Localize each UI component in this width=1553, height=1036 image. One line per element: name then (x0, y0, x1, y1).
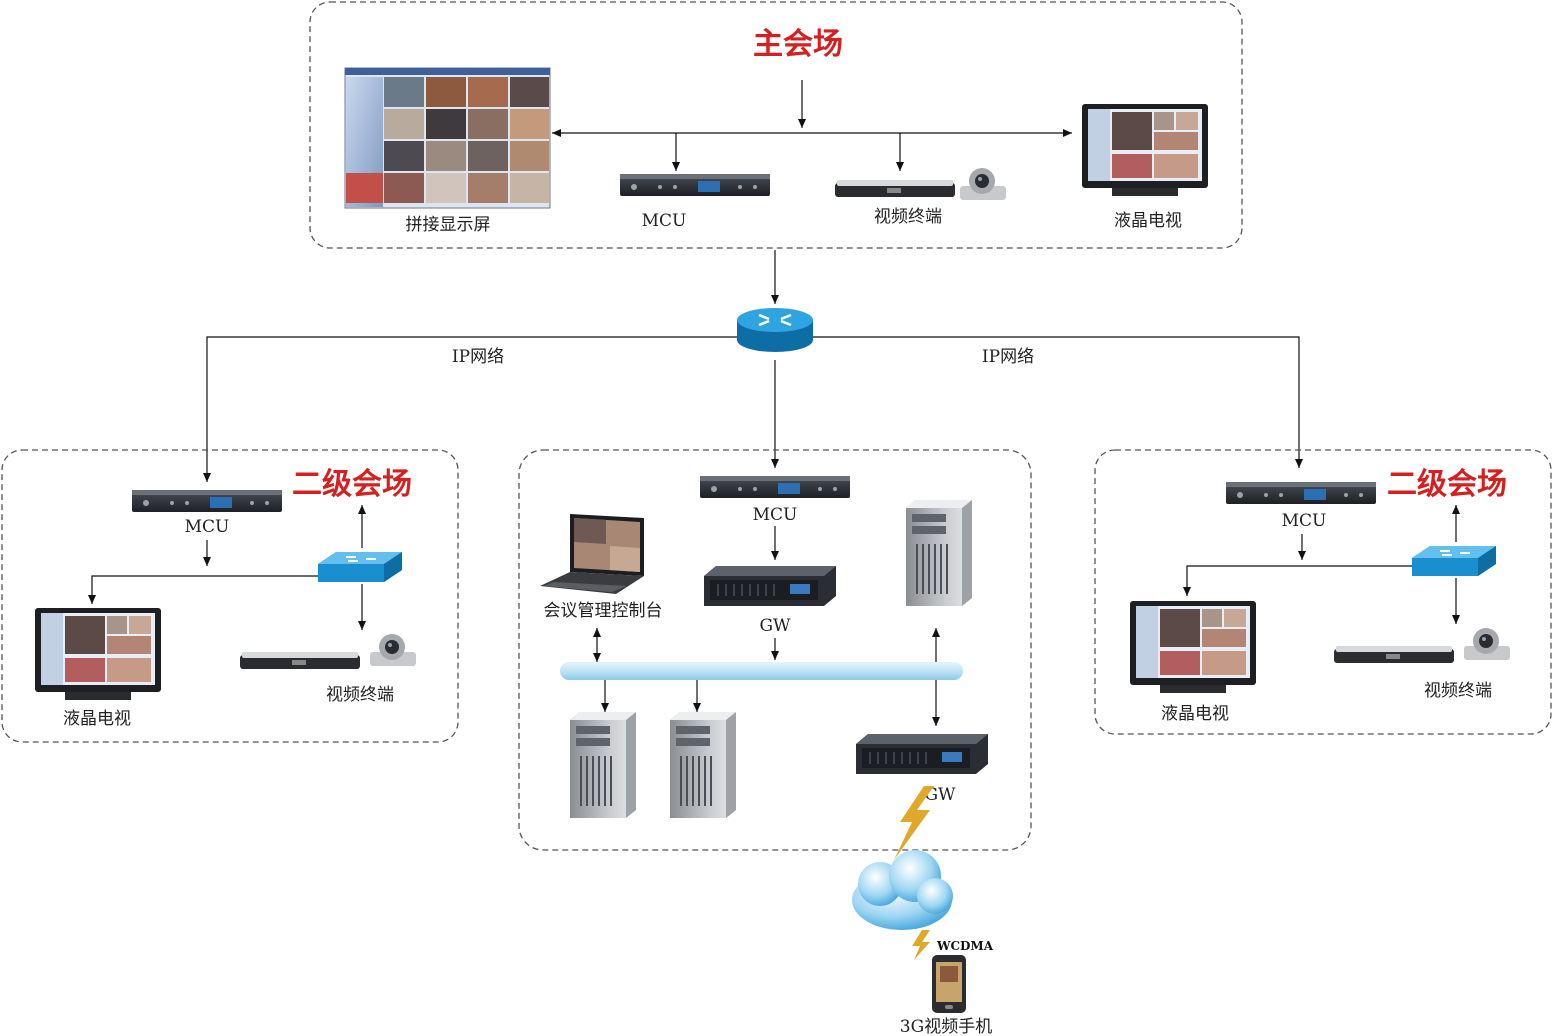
server-icon (670, 712, 736, 818)
lcd-tv-icon (1130, 601, 1256, 693)
lightning-icon (912, 930, 930, 960)
center-zone-frame (518, 449, 1032, 851)
gateway-icon (855, 733, 989, 775)
phone-icon (932, 955, 966, 1013)
center-gw2-label: GW (924, 785, 956, 805)
mcu-icon (620, 174, 770, 196)
video-terminal-icon (835, 180, 955, 197)
camera-icon (1464, 628, 1510, 660)
lan-bus (560, 662, 963, 680)
main-tv-label: 液晶电视 (1114, 211, 1182, 231)
router-icon (737, 308, 813, 352)
lcd-tv-icon (1082, 104, 1208, 196)
right-tv-label: 液晶电视 (1161, 704, 1229, 724)
splice-screen-label: 拼接显示屏 (406, 215, 491, 235)
server-icon (906, 500, 972, 606)
camera-icon (370, 634, 416, 666)
video-wall-icon (344, 67, 551, 209)
laptop-icon (540, 514, 644, 594)
left-zone-frame (1, 449, 459, 743)
right-mcu-label: MCU (1282, 511, 1327, 531)
gateway-icon (703, 565, 837, 607)
right-terminal-label: 视频终端 (1424, 681, 1492, 701)
ip-network-label-left: IP网络 (452, 347, 504, 367)
main-zone-frame (309, 1, 1243, 249)
console-label: 会议管理控制台 (544, 601, 663, 621)
center-mcu-label: MCU (753, 505, 798, 525)
left-terminal-label: 视频终端 (326, 685, 394, 705)
wcdma-label: WCDMA (936, 939, 994, 953)
main-zone-title: 主会场 (753, 27, 843, 62)
left-zone-title: 二级会场 (292, 467, 412, 502)
right-zone-frame (1094, 449, 1552, 735)
ip-network-label-right: IP网络 (982, 347, 1034, 367)
phone-label: 3G视频手机 (900, 1017, 992, 1036)
mcu-icon (700, 476, 850, 498)
lightning-icon (894, 786, 934, 860)
switch-icon (1411, 545, 1497, 577)
center-gw-label: GW (759, 616, 791, 636)
mcu-icon (132, 490, 282, 512)
switch-icon (317, 551, 403, 583)
video-terminal-icon (1334, 646, 1454, 663)
left-tv-label: 液晶电视 (63, 709, 131, 729)
left-mcu-label: MCU (185, 517, 230, 537)
video-terminal-icon (240, 652, 360, 669)
right-zone-title: 二级会场 (1387, 467, 1507, 502)
lcd-tv-icon (35, 608, 161, 700)
camera-icon (960, 168, 1006, 200)
main-mcu-label: MCU (642, 211, 687, 231)
main-terminal-label: 视频终端 (874, 207, 942, 227)
cloud-icon (852, 850, 953, 930)
server-icon (570, 712, 636, 818)
mcu-icon (1226, 482, 1376, 504)
